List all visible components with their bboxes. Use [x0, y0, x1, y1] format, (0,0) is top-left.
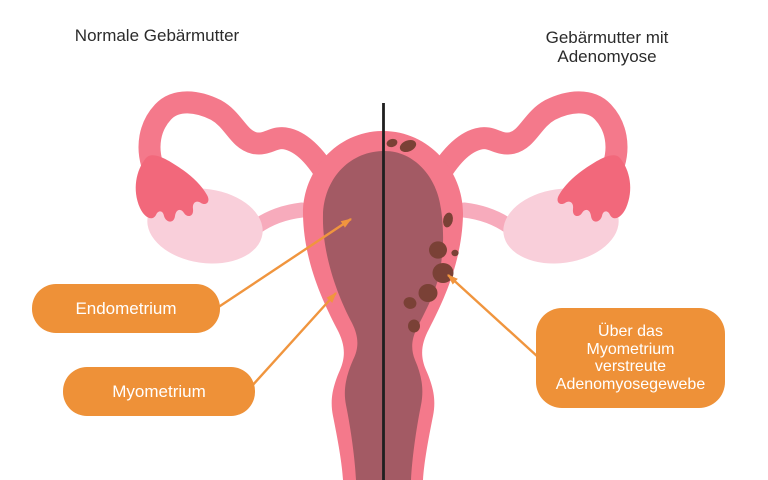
right-ovarian-ligament: [456, 202, 518, 235]
adenomyosis-spot: [429, 241, 447, 259]
adenomyosis-label-box: Über das Myometrium verstreute Adenomyos…: [536, 308, 725, 408]
myometrium-label-box: Myometrium: [63, 367, 255, 416]
adenomyosis-spot: [443, 212, 453, 228]
right-fimbriae: [557, 155, 631, 222]
adenomyosis-label-line4: Adenomyosegewebe: [555, 375, 706, 393]
title-adenomyosis-uterus: Gebärmutter mit Adenomyose: [497, 28, 717, 66]
endometrium-label-box: Endometrium: [32, 284, 220, 333]
myometrium-label: Myometrium: [112, 381, 206, 401]
endometrium-label: Endometrium: [75, 298, 177, 318]
adenomyosis-spot: [386, 138, 398, 148]
myometrium-connector-arrow: [250, 292, 337, 388]
adenomyosis-label-line2: Myometrium: [586, 340, 675, 358]
adenomyosis-spot: [399, 139, 417, 153]
adenomyosis-label-line3: verstreute: [594, 358, 667, 375]
adenomyosis-spot: [451, 249, 459, 257]
adenomyosis-spot: [403, 297, 417, 309]
left-ovarian-ligament: [248, 202, 310, 235]
title-normal-uterus: Normale Gebärmutter: [74, 26, 240, 45]
adenomyosis-spot: [408, 319, 420, 333]
left-fimbriae: [135, 155, 209, 222]
title-adenomyosis-line1: Gebärmutter mit: [545, 28, 669, 47]
adenomyosis-connector-arrow: [447, 274, 539, 358]
adenomyosis-spot: [432, 263, 454, 283]
adenomyosis-spot: [418, 284, 438, 302]
adenomyosis-label-line1: Über das: [598, 323, 663, 340]
endometrium-connector-arrow: [213, 218, 352, 311]
title-adenomyosis-line2: Adenomyose: [557, 47, 657, 66]
